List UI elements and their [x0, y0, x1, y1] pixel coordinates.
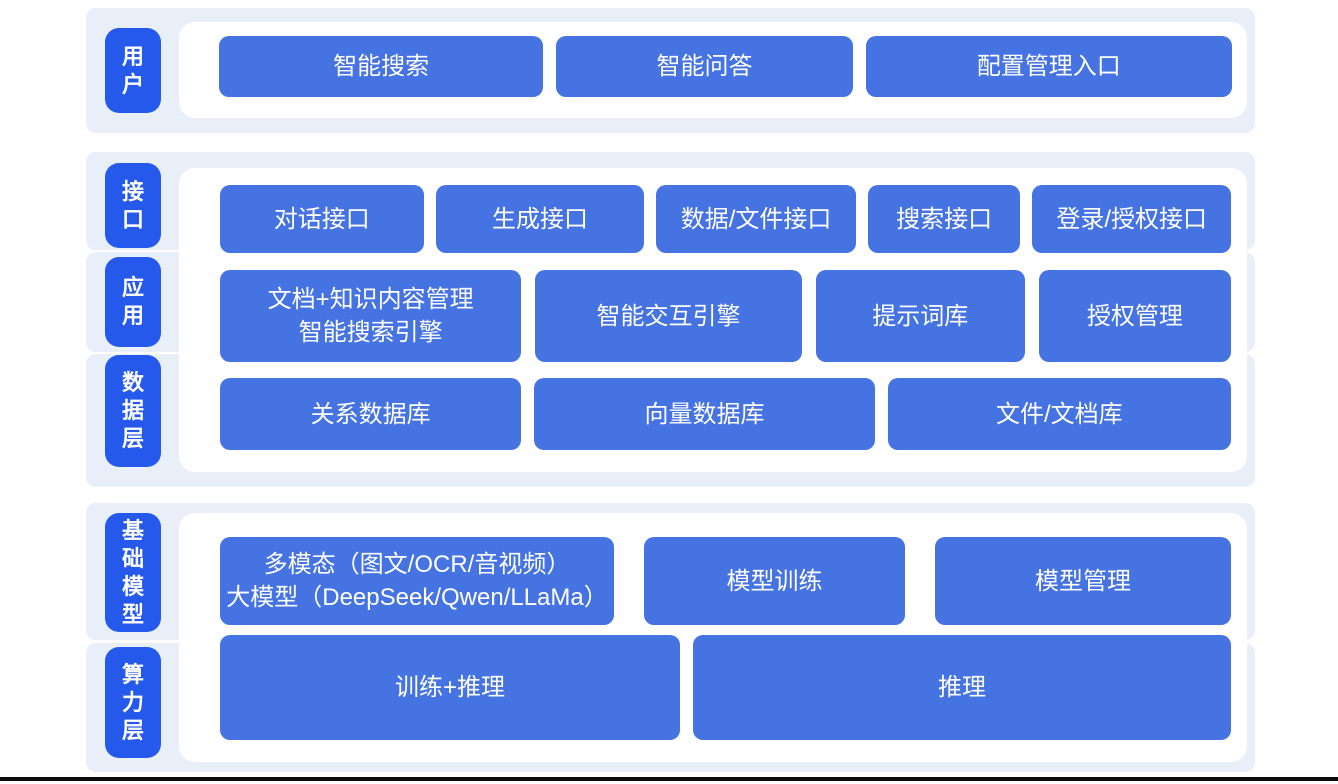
node-doc-knowledge-search-engine: 文档+知识内容管理 智能搜索引擎: [220, 270, 522, 362]
node-config-entry: 配置管理入口: [865, 36, 1232, 97]
layer-tab-foundation-model: 基础模型: [105, 513, 161, 632]
bottom-layers-panel: 多模态（图文/OCR/音视频） 大模型（DeepSeek/Qwen/LLaMa）…: [179, 513, 1247, 762]
layer-tab-interface: 接口: [105, 163, 161, 248]
node-auth-management: 授权管理: [1038, 270, 1232, 362]
node-multimodal-llm: 多模态（图文/OCR/音视频） 大模型（DeepSeek/Qwen/LLaMa）: [220, 537, 614, 625]
data-layer-row: 关系数据库 向量数据库 文件/文档库: [220, 378, 1231, 450]
node-file-doc-store: 文件/文档库: [887, 378, 1231, 450]
layer-tab-foundation-model-label: 基础模型: [121, 517, 144, 627]
layer-tab-user-label: 用户: [121, 43, 144, 97]
foundation-model-layer-row: 多模态（图文/OCR/音视频） 大模型（DeepSeek/Qwen/LLaMa）…: [220, 537, 1231, 625]
footer-divider-line: [0, 777, 1338, 781]
layer-tab-data: 数据层: [105, 355, 161, 467]
layer-tab-data-label: 数据层: [121, 370, 144, 451]
layer-tab-user: 用户: [105, 28, 161, 113]
user-layer-panel: 智能搜索 智能问答 配置管理入口: [179, 22, 1247, 118]
layer-tab-application: 应用: [105, 257, 161, 347]
node-generation-api: 生成接口: [435, 185, 645, 253]
layer-tab-application-label: 应用: [121, 275, 144, 328]
node-login-auth-api: 登录/授权接口: [1032, 185, 1232, 253]
compute-layer-row: 训练+推理 推理: [220, 635, 1231, 740]
layer-tab-compute-label: 算力层: [121, 661, 144, 743]
node-training-inference: 训练+推理: [220, 635, 680, 740]
user-layer-row: 智能搜索 智能问答 配置管理入口: [219, 36, 1232, 97]
node-search-api: 搜索接口: [867, 185, 1021, 253]
node-interaction-engine: 智能交互引擎: [535, 270, 802, 362]
node-relational-db: 关系数据库: [220, 378, 522, 450]
node-smart-qa: 智能问答: [556, 36, 853, 97]
layer-tab-compute: 算力层: [105, 647, 161, 758]
node-model-management: 模型管理: [935, 537, 1231, 625]
node-vector-db: 向量数据库: [534, 378, 875, 450]
application-layer-row: 文档+知识内容管理 智能搜索引擎 智能交互引擎 提示词库 授权管理: [220, 270, 1232, 362]
node-dialog-api: 对话接口: [220, 185, 424, 253]
node-data-file-api: 数据/文件接口: [656, 185, 856, 253]
node-inference: 推理: [693, 635, 1231, 740]
node-model-training: 模型训练: [644, 537, 905, 625]
node-smart-search: 智能搜索: [219, 36, 544, 97]
layer-tab-interface-label: 接口: [121, 178, 144, 232]
middle-layers-panel: 对话接口 生成接口 数据/文件接口 搜索接口 登录/授权接口 文档+知识内容管理…: [179, 168, 1247, 472]
node-prompt-library: 提示词库: [815, 270, 1025, 362]
interface-layer-row: 对话接口 生成接口 数据/文件接口 搜索接口 登录/授权接口: [220, 185, 1232, 253]
